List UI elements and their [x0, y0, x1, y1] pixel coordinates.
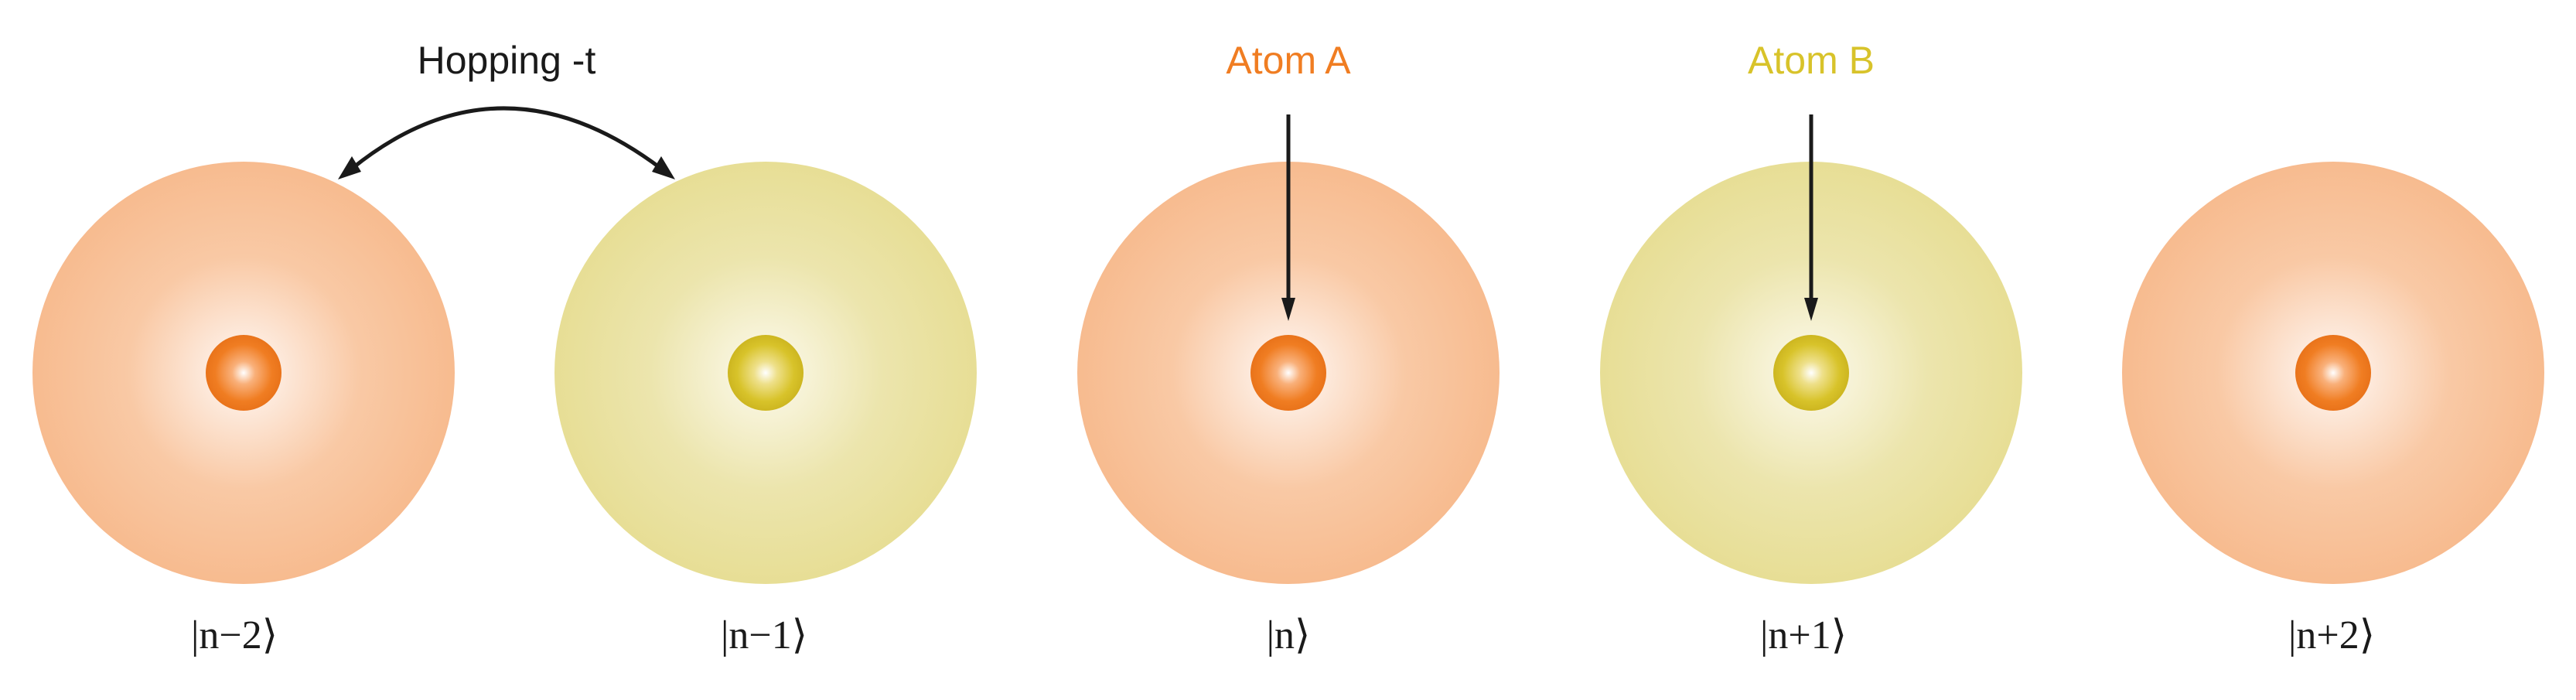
atom-a-label: Atom A — [1226, 39, 1351, 82]
arrowhead-left-icon — [338, 156, 361, 179]
nucleus-b — [1773, 335, 1849, 411]
nucleus-a — [206, 335, 281, 411]
site-label: |n−1⟩ — [721, 613, 807, 657]
site-label: |n⟩ — [1267, 613, 1311, 657]
site-n-minus-2: |n−2⟩ — [32, 162, 455, 657]
arrowhead-down-icon — [1281, 298, 1295, 321]
site-n-plus-1: |n+1⟩ — [1600, 162, 2022, 657]
nucleus-a — [2295, 335, 2371, 411]
site-n-plus-2: |n+2⟩ — [2122, 162, 2544, 657]
site-n-minus-1: |n−1⟩ — [554, 162, 977, 657]
hopping-arrow — [338, 106, 675, 179]
atom-b-label: Atom B — [1748, 39, 1875, 82]
hopping-label: Hopping -t — [418, 39, 596, 82]
atom-a-pointer-arrow — [1281, 114, 1295, 321]
site-label: |n+1⟩ — [1760, 613, 1847, 657]
arrowhead-right-icon — [652, 156, 675, 179]
arrowhead-down-icon — [1804, 298, 1818, 321]
nucleus-a — [1250, 335, 1326, 411]
nucleus-b — [728, 335, 804, 411]
site-label: |n+2⟩ — [2288, 613, 2375, 657]
site-n: |n⟩ — [1077, 162, 1500, 657]
atom-b-pointer-arrow — [1804, 114, 1818, 321]
site-label: |n−2⟩ — [191, 613, 278, 657]
